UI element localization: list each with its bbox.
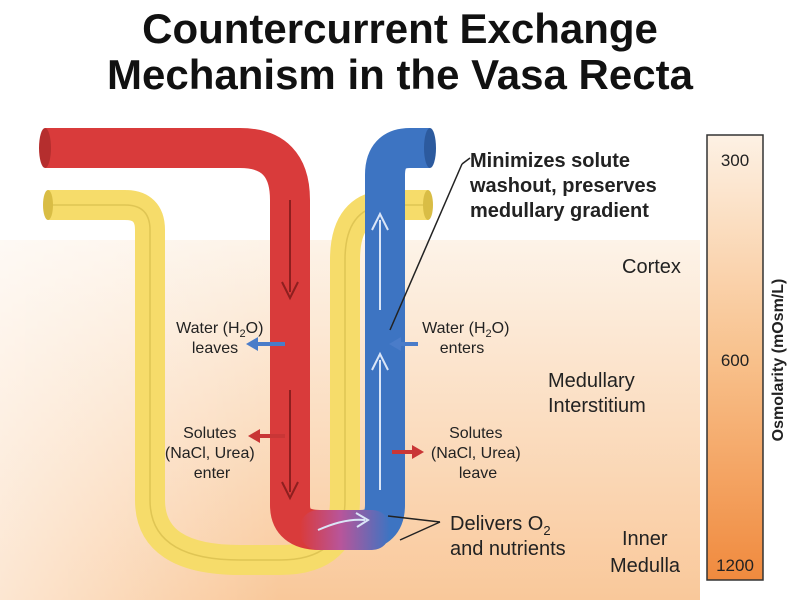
inner-medulla-label: Inner Medulla bbox=[610, 528, 681, 577]
water-enters-label: Water (H2O) enters bbox=[422, 320, 514, 357]
delivers-pointer-1 bbox=[387, 515, 441, 523]
water-leaves-arrow bbox=[246, 337, 285, 351]
title-line-1: Countercurrent Exchange bbox=[142, 5, 658, 52]
loop-tube-yellow bbox=[48, 190, 428, 575]
water-enters-arrow bbox=[389, 337, 418, 351]
minimizes-callout: Minimizes solute washout, preserves medu… bbox=[469, 150, 662, 222]
title-line-2: Mechanism in the Vasa Recta bbox=[107, 51, 693, 98]
solutes-enter-label: Solutes (NaCl, Urea) enter bbox=[165, 425, 259, 482]
minimizes-pointer bbox=[389, 163, 463, 331]
medullary-interstitium-label: Medullary Interstitium bbox=[548, 370, 646, 417]
down-flow-arrow-2 bbox=[281, 390, 299, 501]
cortex-label: Cortex bbox=[622, 256, 681, 278]
down-flow-arrow-1 bbox=[281, 200, 299, 301]
osmolarity-scale-bar bbox=[706, 134, 764, 581]
up-flow-arrow-2 bbox=[371, 351, 389, 490]
scale-tick-600: 600 bbox=[721, 351, 749, 370]
solutes-enter-arrow bbox=[248, 429, 285, 443]
scale-tick-300: 300 bbox=[721, 151, 749, 170]
scale-axis-label: Osmolarity (mOsm/L) bbox=[770, 279, 787, 442]
water-leaves-label: Water (H2O) leaves bbox=[176, 320, 268, 357]
scale-tick-1200: 1200 bbox=[716, 556, 754, 575]
solutes-leave-arrow bbox=[392, 445, 424, 459]
delivers-pointer-2 bbox=[399, 521, 441, 541]
solutes-leave-label: Solutes (NaCl, Urea) leave bbox=[431, 425, 525, 482]
delivers-callout: Delivers O2 and nutrients bbox=[450, 513, 566, 560]
diagram-title: Countercurrent Exchange Mechanism in the… bbox=[0, 6, 800, 98]
turn-flow-arrow bbox=[317, 512, 370, 531]
up-flow-arrow-1 bbox=[371, 211, 389, 310]
